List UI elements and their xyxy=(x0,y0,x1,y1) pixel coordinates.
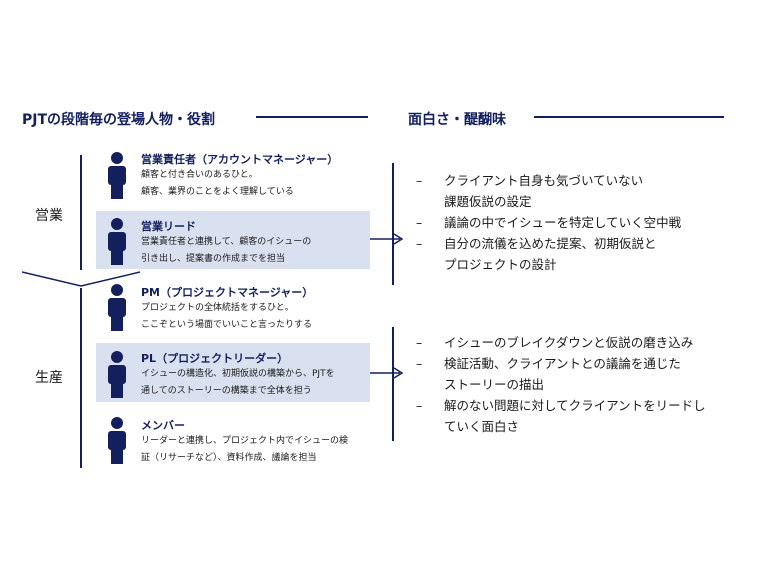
role-pl: PL（プロジェクトリーダー） イシューの構造化、初期仮説の構築から、PJTを 通… xyxy=(141,350,335,400)
list-item-line: ストーリーの描出 xyxy=(444,377,545,392)
role-desc-line: ここぞという場面でいいこと言ったりする xyxy=(141,320,313,330)
appeal-heading-rule xyxy=(534,116,724,118)
role-desc-line: 引き出し、提案書の作成までを担当 xyxy=(141,254,286,264)
dash: – xyxy=(416,356,423,371)
production-bracket-line xyxy=(392,327,394,441)
dash: – xyxy=(416,236,423,251)
role-desc-line: 証（リサーチなど）、資料作成、議論を担当 xyxy=(141,453,317,463)
production-phase-line xyxy=(80,288,82,468)
sales-phase-line xyxy=(80,155,82,270)
role-desc-line: 顧客と付き合いのあるひと。 xyxy=(141,170,258,180)
role-title: PL（プロジェクトリーダー） xyxy=(141,352,289,365)
role-title: メンバー xyxy=(141,419,185,432)
list-item: – クライアント自身も気づいていない 課題仮説の設定 xyxy=(416,170,681,212)
role-sales-lead: 営業リード 営業責任者と連携して、顧客のイシューの 引き出し、提案書の作成までを… xyxy=(141,218,311,268)
person-icon xyxy=(108,417,126,464)
role-desc-line: イシューの構造化、初期仮説の構築から、PJTを xyxy=(141,369,335,379)
appeal-heading: 面白さ・醍醐味 xyxy=(408,112,506,128)
phase-label-sales: 営業 xyxy=(35,208,63,224)
role-desc-line: 通してのストーリーの構築まで全体を担う xyxy=(141,386,312,396)
list-item-line: 議論の中でイシューを特定していく空中戦 xyxy=(444,215,682,230)
role-desc-line: リーダーと連携し、プロジェクト内でイシューの検 xyxy=(141,436,349,446)
production-appeal-list: – イシューのブレイクダウンと仮説の磨き込み – 検証活動、クライアントとの議論… xyxy=(416,332,706,437)
role-desc-line: 営業責任者と連携して、顧客のイシューの xyxy=(141,237,312,247)
list-item-line: 自分の流儀を込めた提案、初期仮説と xyxy=(444,236,657,251)
list-item-line: 課題仮説の設定 xyxy=(444,194,532,209)
role-title: 営業責任者（アカウントマネージャー） xyxy=(141,153,339,166)
dash: – xyxy=(416,398,423,413)
person-icon xyxy=(108,152,126,199)
phase-divider-chevron-icon xyxy=(22,271,140,287)
person-icon xyxy=(108,284,126,331)
arrow-right-icon xyxy=(370,233,404,245)
sales-appeal-list: – クライアント自身も気づいていない 課題仮説の設定 – 議論の中でイシューを特… xyxy=(416,170,681,275)
list-item-line: 検証活動、クライアントとの議論を通じた xyxy=(444,356,681,371)
list-item-line: クライアント自身も気づいていない xyxy=(444,173,644,188)
role-title: PM（プロジェクトマネージャー） xyxy=(141,286,314,299)
roles-heading-rule xyxy=(256,116,368,118)
roles-heading: PJTの段階毎の登場人物・役割 xyxy=(22,112,216,128)
list-item-line: イシューのブレイクダウンと仮説の磨き込み xyxy=(444,335,694,350)
role-desc-line: プロジェクトの全体統括をするひと。 xyxy=(141,303,294,313)
list-item: – 議論の中でイシューを特定していく空中戦 xyxy=(416,212,681,233)
list-item: – イシューのブレイクダウンと仮説の磨き込み xyxy=(416,332,706,353)
arrow-right-icon xyxy=(370,367,404,379)
role-member: メンバー リーダーと連携し、プロジェクト内でイシューの検 証（リサーチなど）、資… xyxy=(141,417,348,467)
dash: – xyxy=(416,335,423,350)
list-item-line: プロジェクトの設計 xyxy=(444,257,557,272)
list-item: – 自分の流儀を込めた提案、初期仮説と プロジェクトの設計 xyxy=(416,233,681,275)
list-item-line: ていく面白さ xyxy=(444,419,520,434)
role-account-manager: 営業責任者（アカウントマネージャー） 顧客と付き合いのあるひと。 顧客、業界のこ… xyxy=(141,151,338,201)
phase-label-production: 生産 xyxy=(35,370,63,386)
role-title: 営業リード xyxy=(141,220,196,233)
role-pm: PM（プロジェクトマネージャー） プロジェクトの全体統括をするひと。 ここぞとい… xyxy=(141,284,313,334)
sales-lead-highlight xyxy=(96,211,370,269)
pl-highlight xyxy=(96,343,370,402)
dash: – xyxy=(416,215,423,230)
person-icon xyxy=(108,218,126,265)
sales-bracket-line xyxy=(392,163,394,285)
role-desc-line: 顧客、業界のことをよく理解している xyxy=(141,187,294,197)
dash: – xyxy=(416,173,423,188)
list-item-line: 解のない問題に対してクライアントをリードし xyxy=(444,398,706,413)
list-item: – 検証活動、クライアントとの議論を通じた ストーリーの描出 xyxy=(416,353,706,395)
person-icon xyxy=(108,351,126,398)
list-item: – 解のない問題に対してクライアントをリードし ていく面白さ xyxy=(416,395,706,437)
